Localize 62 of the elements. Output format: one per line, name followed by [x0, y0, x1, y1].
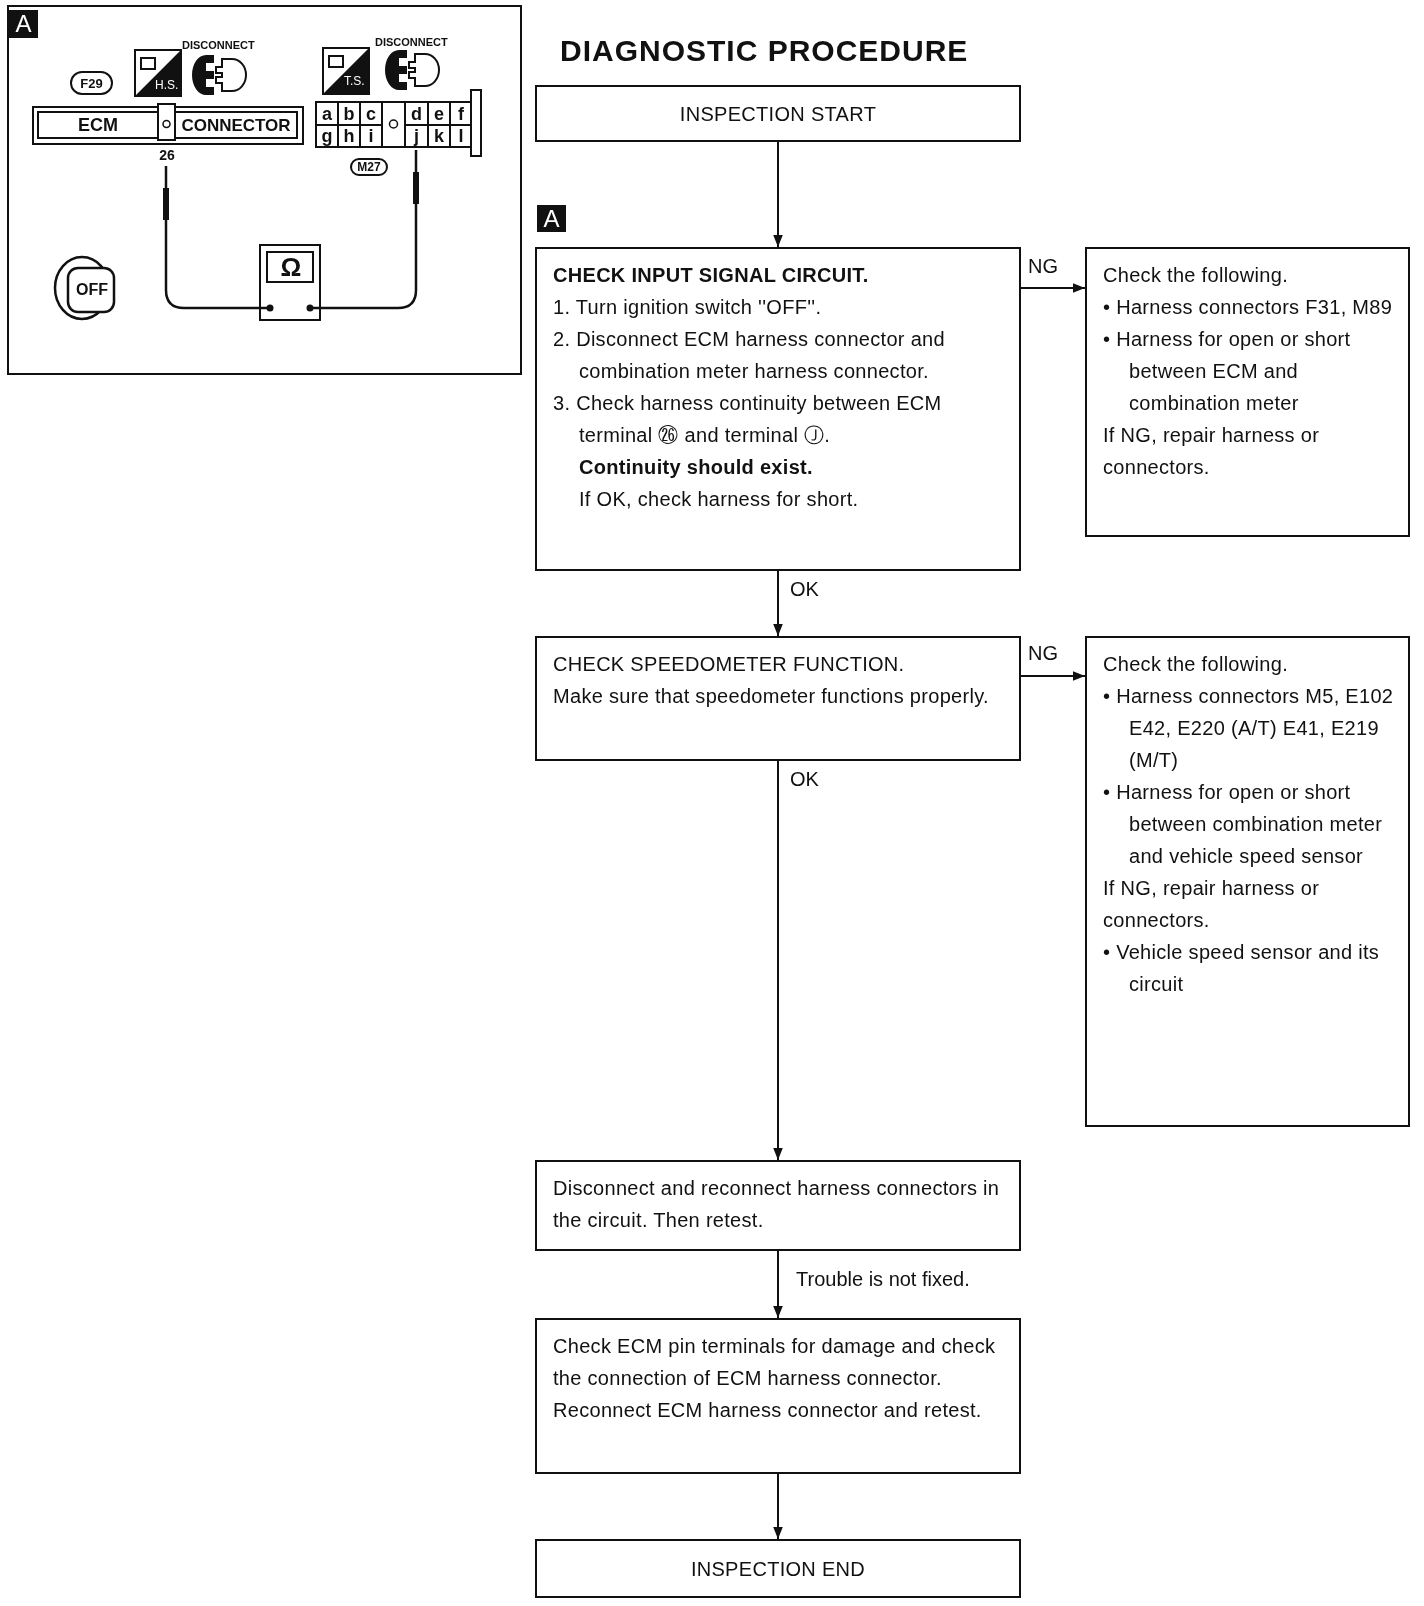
process-box [535, 1318, 1021, 1474]
connector-code: M27 [350, 158, 388, 176]
tool-label: T.S. [344, 75, 365, 87]
note-box [1085, 636, 1410, 1127]
connector-code: F29 [70, 71, 113, 95]
step-text: • Harness for open or short between combination meter and vehicle speed sensor [1103, 780, 1384, 869]
terminal-letter: g [320, 125, 334, 147]
step-text: If OK, check harness for short. [578, 487, 860, 512]
terminal-letter: k [433, 125, 445, 147]
instruction-label: DISCONNECT [375, 37, 448, 48]
end-box [535, 1539, 1021, 1598]
terminal-letter: f [457, 102, 465, 125]
connector-label: ECM [77, 114, 119, 137]
arrow [1020, 671, 1086, 681]
step-heading: Check the following. [1103, 652, 1289, 677]
tool-label: H.S. [155, 79, 179, 91]
start-box [535, 85, 1021, 142]
terminal-letter: c [365, 102, 377, 125]
step-text: 1. Turn ignition switch ''OFF''. [553, 295, 823, 320]
step-text: • Harness connectors F31, M89 [1103, 295, 1394, 320]
step-text: • Harness for open or short between ECM and combination meter [1103, 327, 1352, 416]
arrow [773, 570, 783, 637]
title: DIAGNOSTIC PROCEDURE [560, 34, 969, 68]
terminal-letter: l [457, 125, 465, 147]
arrow [773, 141, 783, 248]
step-text: • Vehicle speed sensor and its circuit [1103, 940, 1381, 997]
step-heading: CHECK INPUT SIGNAL CIRCUIT. [553, 263, 870, 288]
symbol-label: OFF [75, 280, 109, 300]
terminal-letter: d [410, 102, 423, 125]
process-box [535, 636, 1021, 761]
step-text: If NG, repair harness or connectors. [1103, 876, 1321, 933]
step-heading: CHECK SPEEDOMETER FUNCTION. [553, 652, 906, 677]
terminal-letter: i [367, 125, 375, 147]
arrow [1020, 283, 1086, 293]
arrow [773, 1473, 783, 1540]
terminal-letter: h [342, 125, 356, 147]
section-marker: A [537, 205, 566, 232]
step-text: 3. Check harness continuity between ECM terminal ㉖ and terminal Ⓙ. [553, 391, 943, 448]
instruction-label: DISCONNECT [182, 40, 255, 51]
arrow [773, 760, 783, 1161]
process-box [535, 247, 1021, 571]
step-text: • Harness connectors M5, E102 E42, E220 (A/T) E41, E219 (M/T) [1103, 684, 1394, 773]
step-text: Check ECM pin terminals for damage and check the connection of ECM harness connector. Reconnect ECM harness connector and retest. [553, 1334, 997, 1423]
section-marker: A [9, 10, 38, 38]
symbol-label: Ω [279, 253, 303, 281]
terminal-letter: e [433, 102, 445, 125]
process-box [535, 1160, 1021, 1251]
note-box [1085, 247, 1410, 537]
step-text: INSPECTION START [679, 101, 877, 127]
step-text: INSPECTION END [690, 1556, 866, 1582]
terminal-letter: j [412, 125, 420, 147]
step-text: 2. Disconnect ECM harness connector and combination meter harness connector. [553, 327, 946, 384]
terminal-number: 26 [158, 147, 176, 163]
step-text: Disconnect and reconnect harness connectors in the circuit. Then retest. [553, 1176, 1001, 1233]
step-text: If NG, repair harness or connectors. [1103, 423, 1321, 480]
step-text: Make sure that speedometer functions properly. [553, 684, 990, 709]
step-heading: Check the following. [1103, 263, 1289, 288]
connector-label: CONNECTOR [180, 114, 292, 137]
arrow [773, 1250, 783, 1319]
step-text: Continuity should exist. [578, 455, 814, 480]
terminal-letter: a [321, 102, 333, 125]
terminal-letter: b [342, 102, 356, 125]
